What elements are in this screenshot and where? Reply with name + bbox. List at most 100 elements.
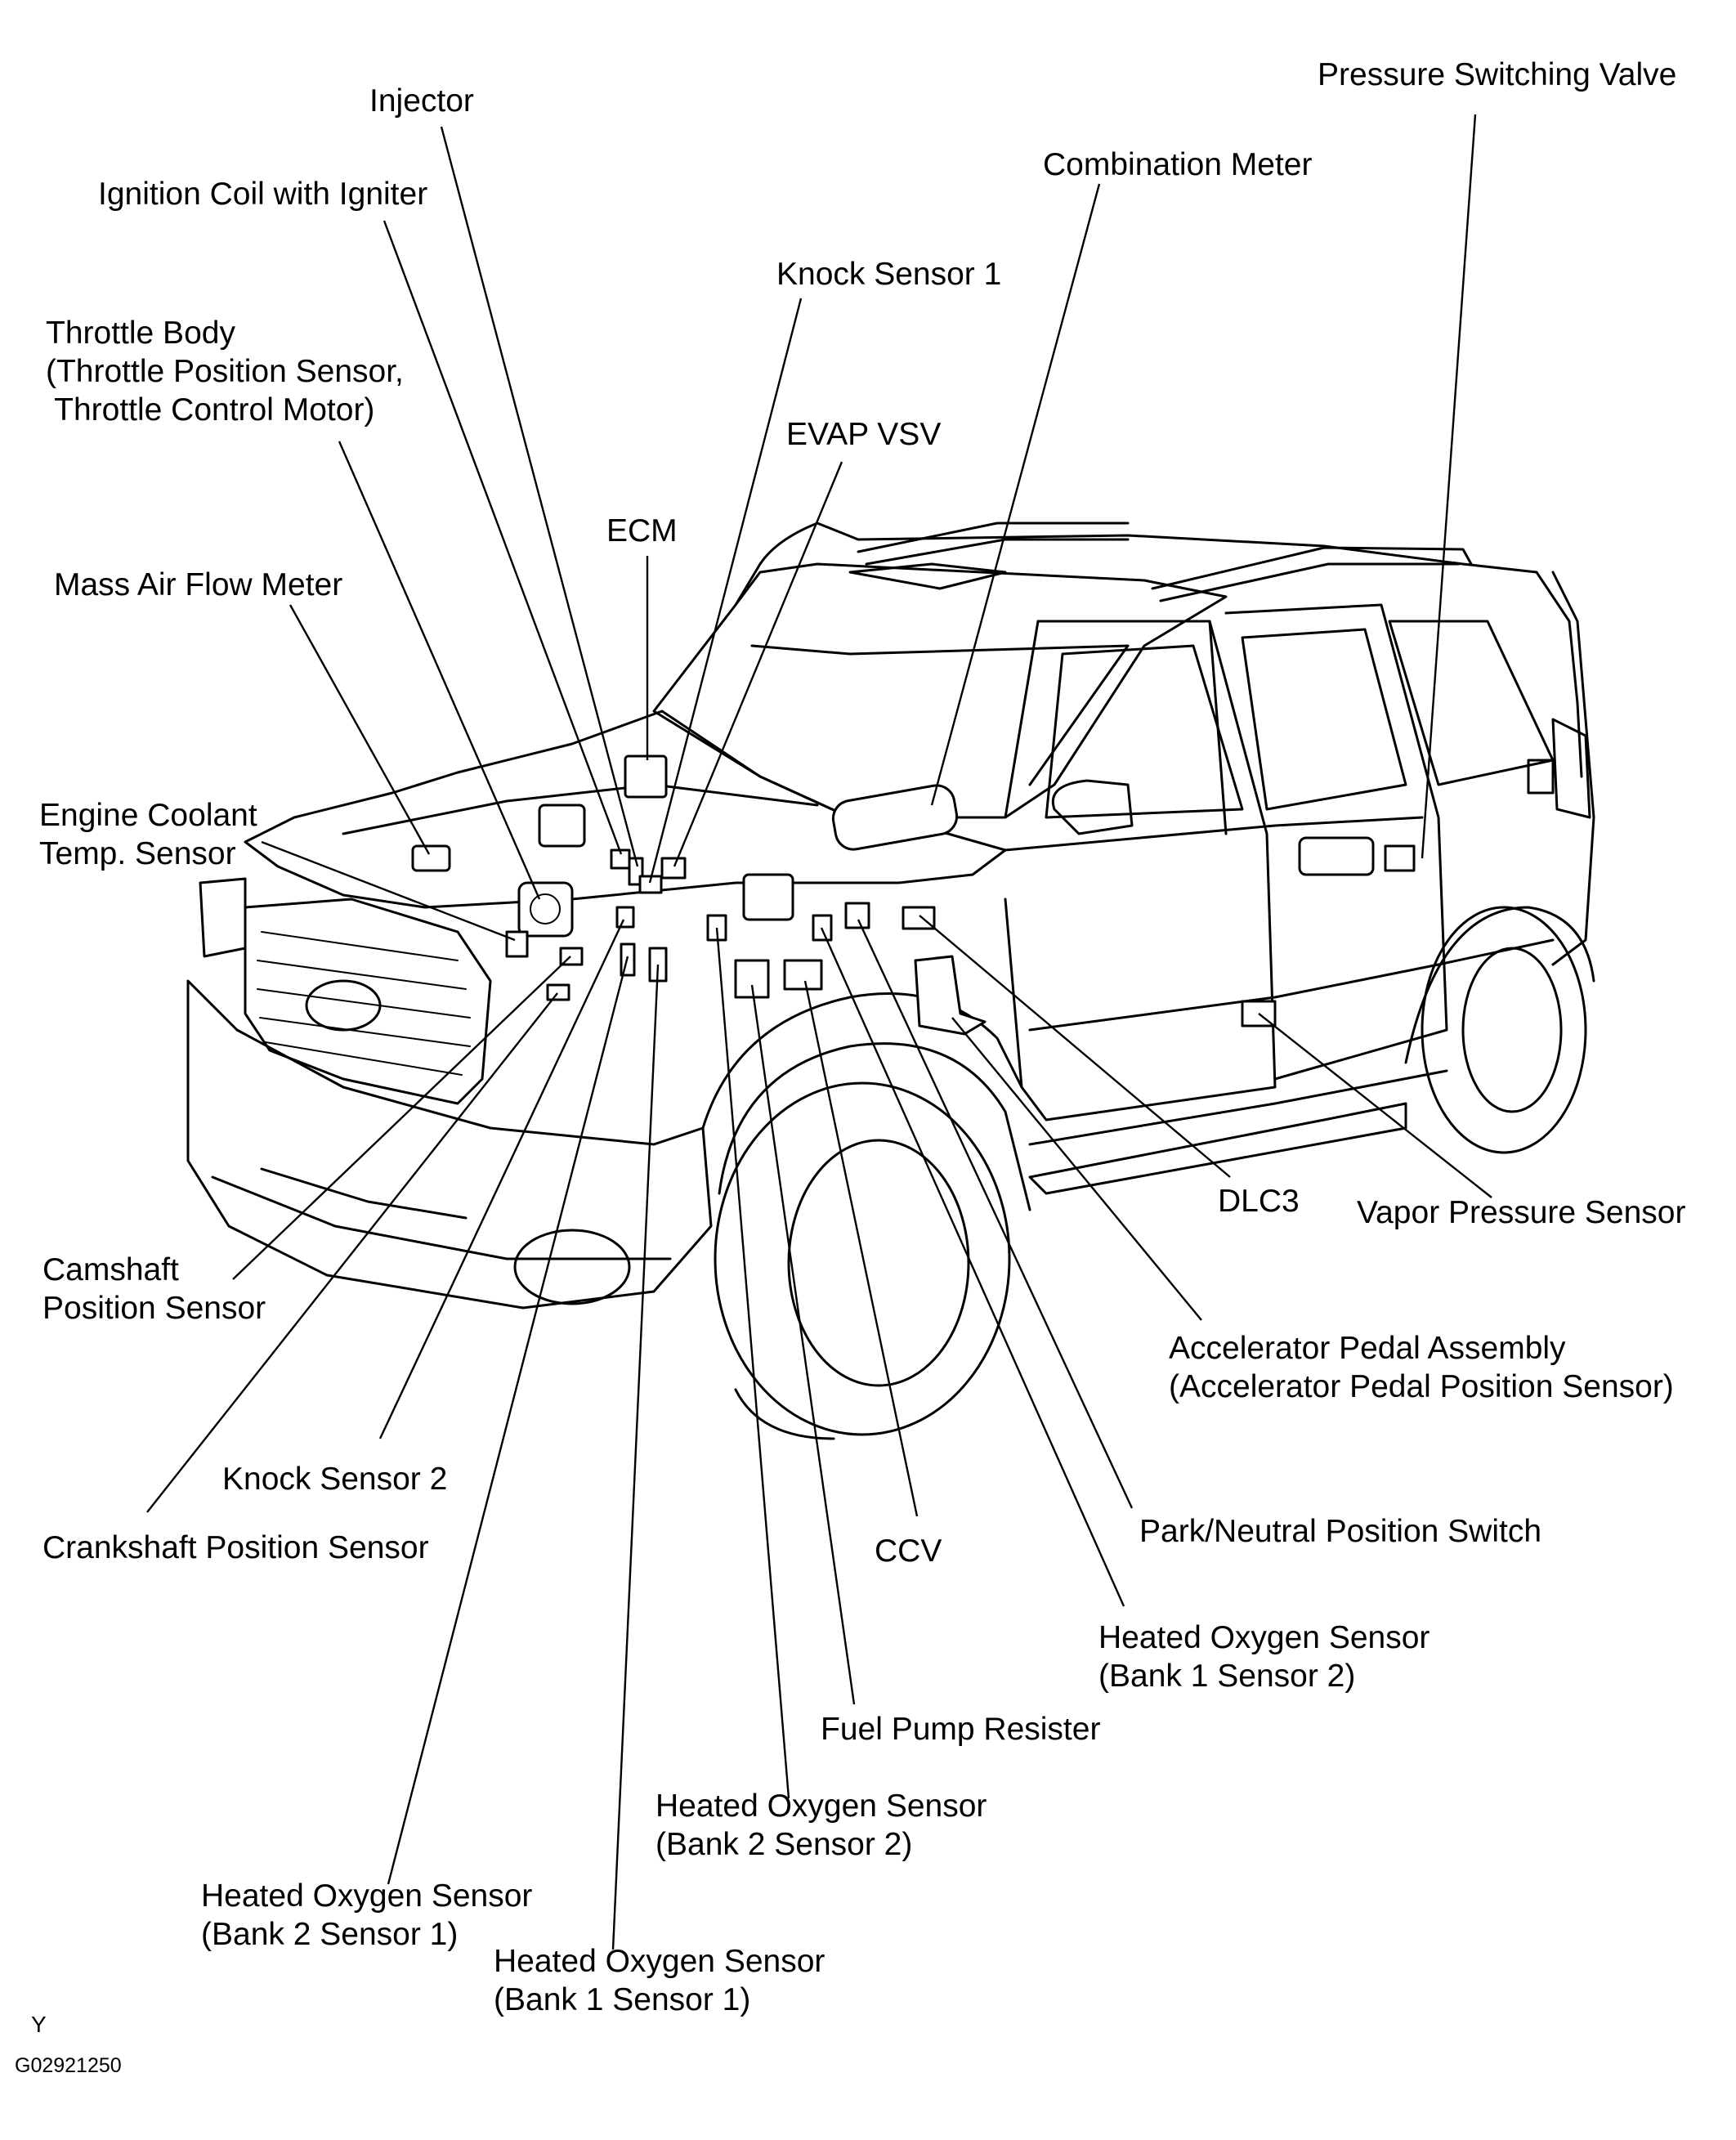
rear-body (1551, 571, 1595, 966)
label-ho2s-b1s2-line-1: Heated Oxygen Sensor (1098, 1620, 1430, 1655)
leader-park-neutral-position-switch (857, 919, 1134, 1509)
vehicle-outline (186, 522, 1595, 1440)
grille-outer (244, 898, 492, 1105)
hood-crease (342, 783, 819, 835)
front-door (1004, 620, 1277, 1121)
label-fuel-pump-resister: Fuel Pump Resister (821, 1712, 1101, 1747)
leader-ho2s-bank2-sensor1 (387, 956, 629, 1885)
rear-window (1241, 628, 1407, 811)
leader-accelerator-pedal-assembly (951, 1017, 1202, 1321)
mass-air-flow-meter (411, 844, 451, 872)
knock-sensor-2 (615, 906, 635, 929)
washer-reservoir (742, 873, 794, 921)
front-tire-inner (787, 1139, 970, 1387)
front-bumper (186, 979, 713, 1310)
label-ho2s-bank2-sensor1: Heated Oxygen Sensor (Bank 2 Sensor 1) (201, 1877, 532, 1954)
front-wheel-arch (718, 1042, 1031, 1211)
leader-crankshaft-position-sensor (146, 992, 558, 1513)
leader-evap-vsv (673, 461, 843, 867)
leader-dlc3 (919, 915, 1231, 1178)
label-ho2s-b1s2-line-2: (Bank 1 Sensor 2) (1098, 1659, 1356, 1694)
leader-ccv (803, 980, 919, 1517)
label-ho2s-b2s2-line-2: (Bank 2 Sensor 2) (655, 1827, 913, 1862)
grille-slat-2 (257, 960, 467, 990)
leader-combination-meter (930, 183, 1101, 806)
leader-pressure-switching-valve (1421, 114, 1477, 859)
label-engine-coolant-line-2: Temp. Sensor (39, 836, 236, 871)
roof-front-edge (734, 522, 819, 607)
front-window (1045, 644, 1244, 819)
fuel-door (1527, 759, 1555, 795)
leader-throttle-body (338, 441, 541, 900)
leader-mass-air-flow-meter (289, 604, 431, 855)
label-mass-air-flow-meter: Mass Air Flow Meter (54, 567, 343, 602)
leader-fuel-pump-resister (750, 984, 856, 1705)
grille-slat-5 (265, 1041, 463, 1076)
dlc3 (902, 906, 936, 930)
label-ignition-coil: Ignition Coil with Igniter (98, 177, 428, 212)
label-ecm: ECM (606, 513, 678, 548)
label-ho2s-bank1-sensor2: Heated Oxygen Sensor (Bank 1 Sensor 2) (1098, 1618, 1430, 1695)
label-vapor-pressure-sensor: Vapor Pressure Sensor (1357, 1195, 1686, 1230)
leader-vapor-pressure-sensor (1258, 1013, 1492, 1198)
roof-rail-rear-lower (1159, 562, 1461, 602)
leader-engine-coolant-temp-sensor (261, 840, 516, 942)
body-side-top (1004, 816, 1424, 852)
label-ho2s-bank1-sensor1: Heated Oxygen Sensor (Bank 1 Sensor 1) (494, 1942, 825, 2019)
accelerator-pedal (914, 955, 987, 1036)
leader-camshaft-position-sensor (232, 956, 571, 1280)
label-ho2s-b1s1-line-1: Heated Oxygen Sensor (494, 1944, 825, 1979)
windshield-inner (750, 644, 1130, 786)
rear-tire-outer (1421, 906, 1587, 1154)
footer-letter: Y (31, 2012, 47, 2037)
leader-ignition-coil (383, 220, 623, 855)
front-fender (701, 992, 1023, 1130)
rear-door (1224, 603, 1448, 1081)
label-throttle-body-line-2: (Throttle Position Sensor, (46, 354, 404, 389)
label-ho2s-b2s2-line-1: Heated Oxygen Sensor (655, 1789, 987, 1824)
fog-lamp (513, 1229, 631, 1305)
label-ho2s-b2s1-line-1: Heated Oxygen Sensor (201, 1878, 533, 1914)
rocker-panel (1028, 1069, 1448, 1146)
label-dlc3: DLC3 (1218, 1184, 1300, 1219)
roof-outline (816, 522, 1583, 778)
grille-slat-1 (261, 931, 459, 961)
label-park-neutral-position-switch: Park/Neutral Position Switch (1139, 1514, 1542, 1549)
label-knock-sensor-2: Knock Sensor 2 (222, 1462, 448, 1497)
label-accelerator-line-2: (Accelerator Pedal Position Sensor) (1169, 1369, 1674, 1404)
leader-ho2s-bank1-sensor1 (611, 964, 660, 1950)
evap-vsv (660, 857, 687, 880)
a-pillar (1004, 620, 1040, 819)
ecm-box (624, 754, 668, 799)
front-tire-outer (714, 1081, 1011, 1436)
throttle-body (517, 881, 574, 938)
components (411, 754, 1416, 1036)
front-tire-tread (734, 1388, 835, 1440)
leader-injector (440, 126, 639, 867)
body-side-molding (1028, 938, 1555, 1032)
roof-rail-front-lower (865, 538, 1130, 566)
bumper-lower-edge (211, 1175, 672, 1260)
side-mirror (1052, 779, 1134, 835)
leader-lines (146, 114, 1492, 1950)
windshield (652, 562, 1228, 819)
figure-code: G02921250 (15, 2054, 122, 2077)
label-camshaft-line-1: Camshaft (43, 1252, 179, 1287)
coolant-reservoir (538, 804, 586, 848)
label-ho2s-b2s1-line-2: (Bank 2 Sensor 1) (201, 1917, 459, 1952)
crankshaft-position-sensor (546, 983, 570, 1001)
rear-tire-inner (1461, 947, 1563, 1113)
label-crankshaft-position-sensor: Crankshaft Position Sensor (43, 1530, 429, 1565)
label-knock-sensor-1: Knock Sensor 1 (776, 257, 1002, 292)
label-ho2s-bank2-sensor2: Heated Oxygen Sensor (Bank 2 Sensor 2) (655, 1787, 987, 1864)
label-engine-coolant-line-1: Engine Coolant (39, 798, 257, 833)
park-neutral-position-switch (844, 902, 870, 929)
label-camshaft-position-sensor: Camshaft Position Sensor (43, 1251, 266, 1327)
label-camshaft-line-2: Position Sensor (43, 1291, 266, 1326)
leader-knock-sensor-1 (648, 298, 803, 884)
engine-coolant-temp-sensor (505, 930, 529, 958)
ccv (783, 959, 823, 991)
label-pressure-switching-valve: Pressure Switching Valve (1318, 57, 1677, 92)
pressure-switching-valve (1384, 844, 1416, 872)
label-combination-meter: Combination Meter (1043, 147, 1313, 182)
